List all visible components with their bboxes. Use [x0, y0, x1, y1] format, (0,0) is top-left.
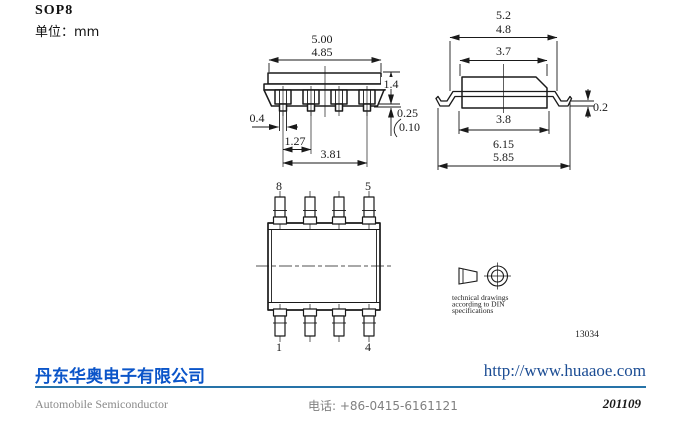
- end-view: 5.2 4.8 3.7: [435, 8, 608, 170]
- top-view-pin-7: [302, 191, 318, 229]
- top-view: 8 5 1 4: [256, 179, 392, 354]
- end-view-left-lead: [435, 90, 463, 107]
- side-view-cap: [267, 72, 382, 85]
- footer-divider: [35, 386, 646, 388]
- din-note: technical drawings according to DIN spec…: [452, 293, 509, 315]
- cone-front-view-icon: [484, 262, 511, 290]
- end-view-body: [461, 76, 548, 109]
- side-view-pitch-dimension: 1.27: [282, 112, 312, 167]
- end-view-right-lead: [546, 90, 573, 107]
- end-view-lead-thickness-dimension: 0.2: [570, 89, 608, 118]
- pin-label-4: 4: [365, 340, 371, 354]
- pin-label-5: 5: [365, 179, 371, 193]
- top-view-pin-4: [361, 304, 377, 342]
- company-phone: 电话: +86-0415-6161121: [308, 399, 458, 413]
- package-name: SOP8: [35, 3, 74, 18]
- dim-foot-span-max: 6.15: [493, 137, 514, 151]
- company-tagline: Automobile Semiconductor: [35, 397, 168, 411]
- side-view-span-dimension: 3.81: [282, 112, 368, 167]
- package-outline-drawing: 5.00 4.85 1.4 0.25 0.10: [250, 8, 609, 354]
- cone-side-view-icon: [458, 267, 478, 285]
- end-view-body-bottom-dimension: 3.8: [458, 111, 550, 134]
- end-view-body-top-dimension: 3.7: [459, 44, 548, 76]
- pin-label-8: 8: [276, 179, 282, 193]
- top-view-pin-1: [272, 304, 288, 342]
- din-note-line3: specifications: [452, 306, 493, 315]
- end-view-overall-dimension: 5.2 4.8: [449, 8, 558, 91]
- unit-label: 单位：mm: [35, 25, 100, 40]
- side-view-lead-3: [330, 86, 348, 116]
- dim-standoff-max: 0.25: [397, 106, 418, 120]
- pin-label-1: 1: [276, 340, 282, 354]
- top-view-body: [267, 222, 381, 311]
- side-view-standoff-dimension: 0.25 0.10: [374, 106, 420, 138]
- dim-pitch: 1.27: [285, 134, 306, 148]
- dim-lead-thickness: 0.2: [593, 100, 608, 114]
- dim-body-bottom: 3.8: [496, 112, 511, 126]
- top-view-pin-2: [302, 304, 318, 342]
- dim-lead-width: 0.4: [250, 111, 265, 125]
- dim-body-top: 3.7: [496, 44, 511, 58]
- side-view: 5.00 4.85 1.4 0.25 0.10: [250, 32, 420, 167]
- dim-overall-min: 4.8: [496, 22, 511, 36]
- company-website-link[interactable]: http://www.huaaoe.com: [483, 361, 646, 380]
- side-view-lead-1: [274, 86, 292, 116]
- top-view-pin-3: [331, 304, 347, 342]
- din-note-line2: according to DIN: [452, 300, 505, 309]
- side-view-lead-4: [358, 86, 376, 116]
- side-view-height-dimension: 1.4: [379, 71, 401, 105]
- din-note-line1: technical drawings: [452, 293, 509, 302]
- dim-width-min: 4.85: [312, 45, 333, 59]
- dim-lead-span: 3.81: [321, 147, 342, 161]
- company-name: 丹东华奥电子有限公司: [35, 367, 205, 387]
- end-view-foot-span-dimension: 6.15 5.85: [437, 102, 571, 170]
- doc-number: 13034: [575, 330, 599, 340]
- projection-symbol: [458, 262, 511, 290]
- side-view-width-dimension: 5.00 4.85: [268, 32, 382, 72]
- side-view-lead-2: [302, 86, 320, 116]
- top-view-pin-6: [331, 191, 347, 229]
- top-view-pin-5: [361, 191, 377, 229]
- dim-overall-max: 5.2: [496, 8, 511, 22]
- issue-date: 201109: [602, 396, 641, 411]
- dim-foot-span-min: 5.85: [493, 150, 514, 164]
- side-view-lead-width-dimension: 0.4: [250, 110, 298, 131]
- top-view-pin-8: [272, 191, 288, 229]
- dim-standoff-min: 0.10: [399, 120, 420, 134]
- dim-width-max: 5.00: [312, 32, 333, 46]
- dim-height: 1.4: [384, 77, 399, 91]
